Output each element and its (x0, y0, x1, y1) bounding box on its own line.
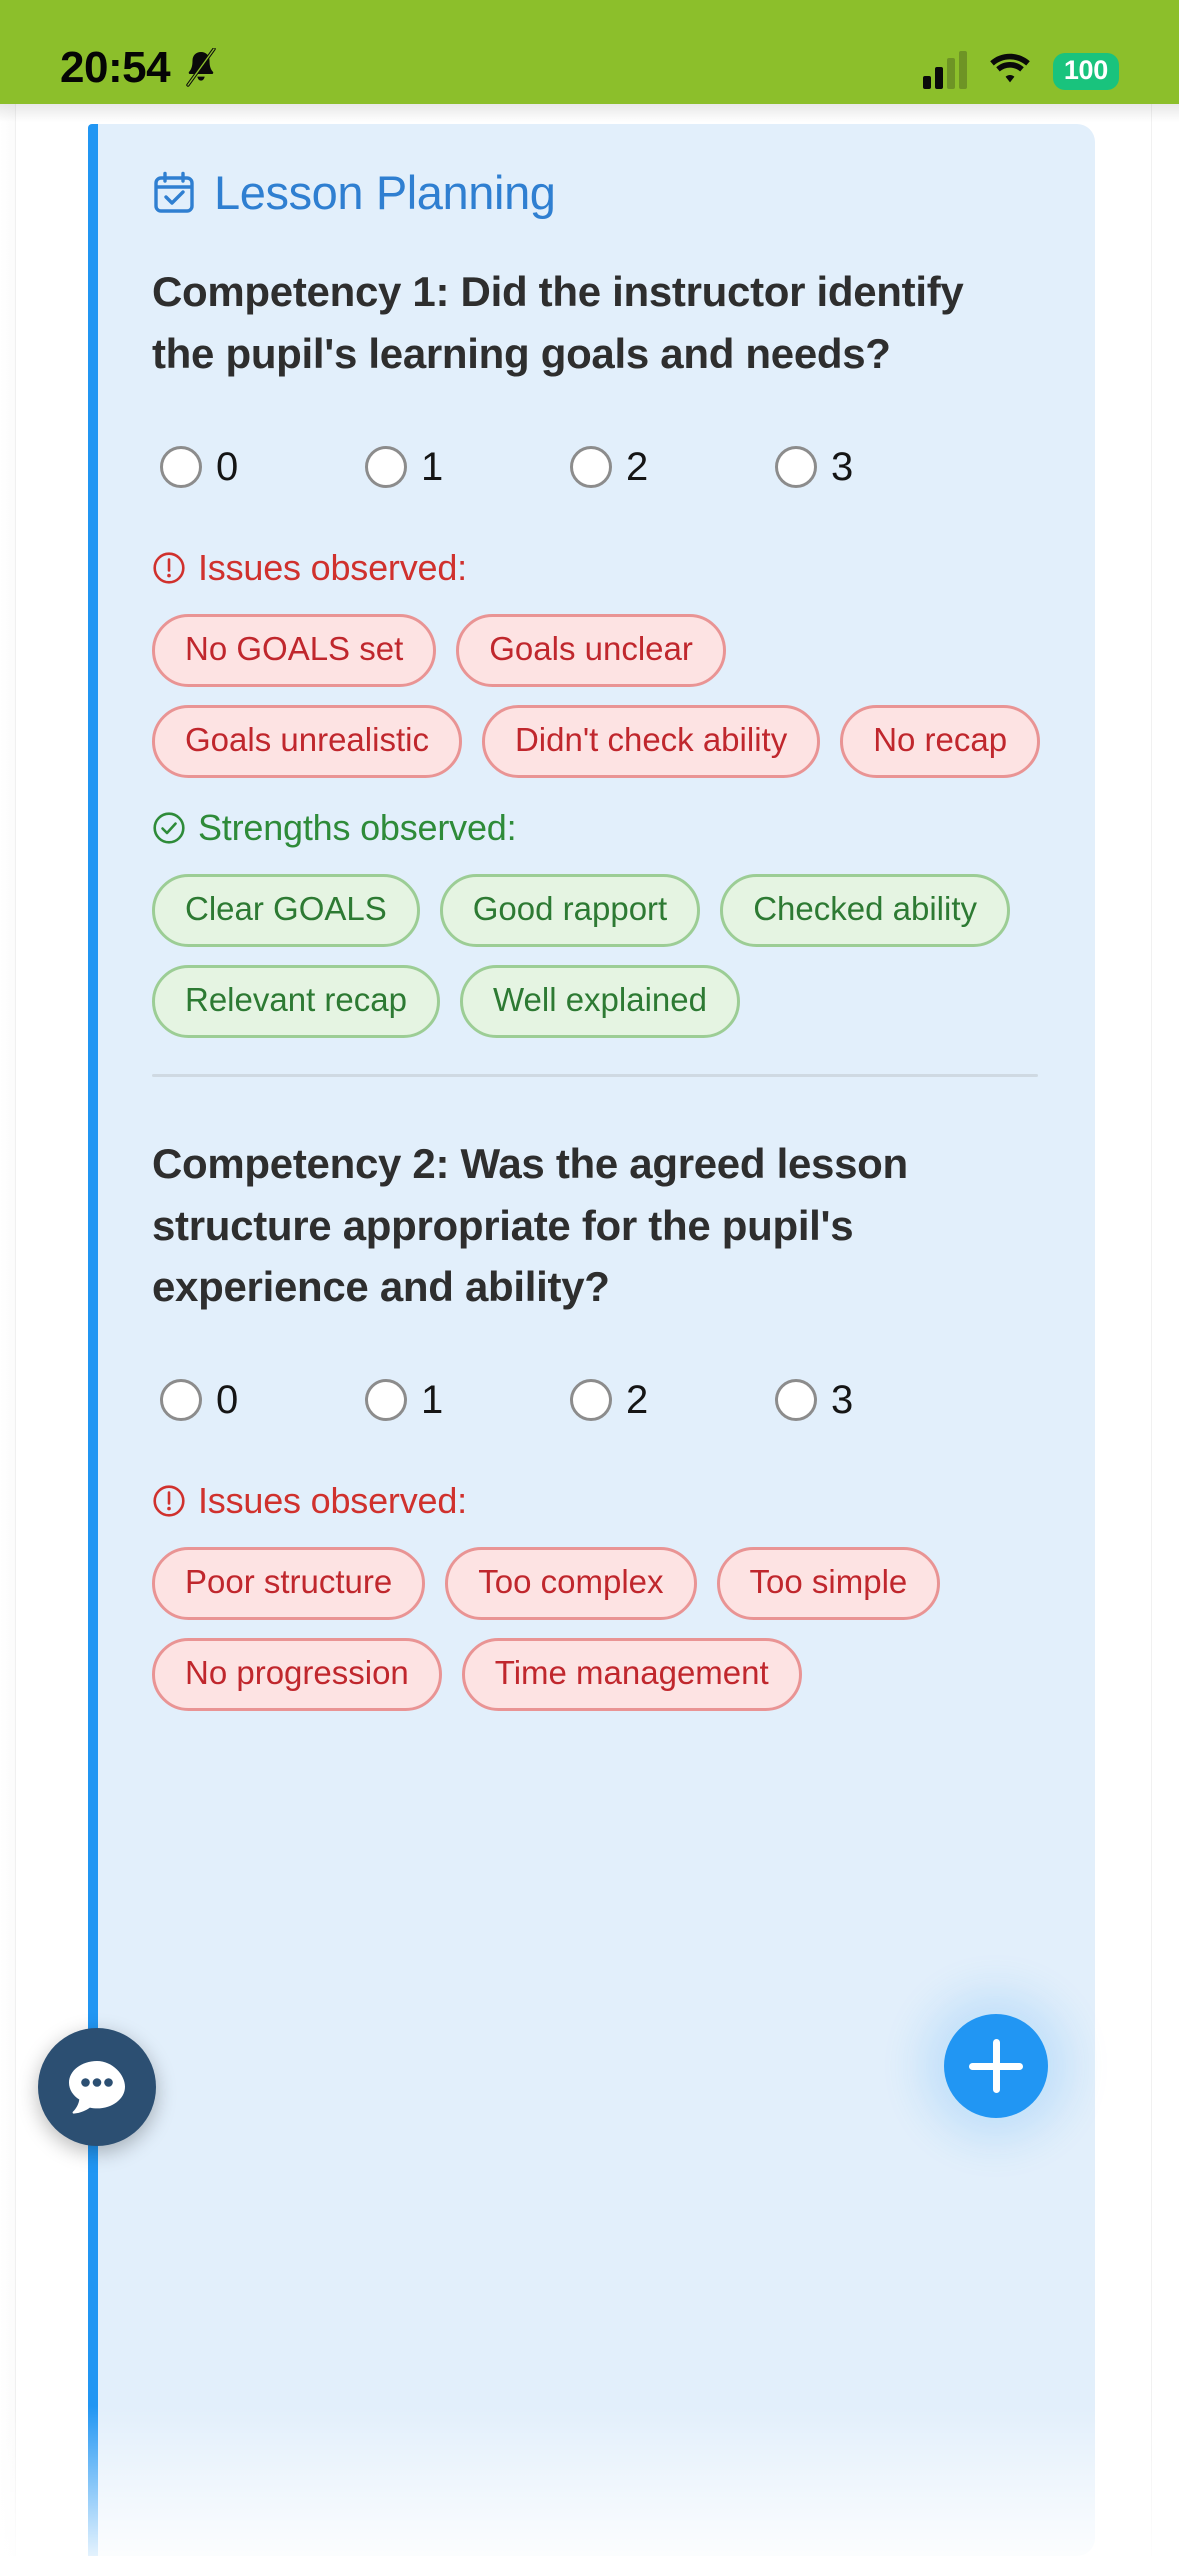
status-time: 20:54 (60, 43, 171, 92)
status-bar-left: 20:54 (60, 46, 218, 90)
strength-chip[interactable]: Checked ability (720, 873, 1010, 948)
calendar-check-icon (152, 171, 196, 215)
radio-circle-icon[interactable] (775, 445, 817, 488)
strengths-observed-label: Strengths observed: (198, 807, 517, 849)
issue-chip[interactable]: Goals unclear (456, 613, 726, 687)
issue-chip[interactable]: No progression (152, 1638, 442, 1712)
check-circle-icon (152, 811, 186, 845)
cellular-signal-icon (922, 51, 967, 90)
section-divider (152, 1074, 1038, 1078)
issue-chip[interactable]: Poor structure (152, 1546, 426, 1621)
competency-1-strengths-header: Strengths observed: (152, 808, 1041, 848)
status-bar-right: 100 (922, 51, 1119, 90)
chat-fab-button[interactable] (38, 2028, 156, 2146)
competency-1-strength-chips: Clear GOALS Good rapport Checked ability… (152, 873, 1041, 1039)
radio-circle-icon[interactable] (160, 445, 202, 488)
strength-chip[interactable]: Good rapport (439, 873, 701, 948)
radio-circle-icon[interactable] (570, 1379, 612, 1422)
rating-label: 1 (421, 1378, 444, 1423)
strength-chip[interactable]: Well explained (459, 965, 740, 1039)
card-title: Lesson Planning (214, 166, 556, 219)
rating-option-3[interactable]: 3 (775, 444, 980, 489)
rating-label: 3 (831, 444, 854, 489)
radio-circle-icon[interactable] (365, 445, 407, 488)
exclamation-circle-icon (152, 1484, 186, 1518)
issues-observed-label: Issues observed: (198, 546, 467, 588)
issue-chip[interactable]: No recap (840, 704, 1041, 779)
add-fab-button[interactable] (944, 2014, 1048, 2118)
competency-block-1: Competency 1: Did the instructor identif… (152, 261, 1041, 1039)
rating-label: 0 (216, 444, 239, 489)
plus-icon (992, 2039, 1000, 2093)
exclamation-circle-icon (152, 551, 186, 585)
rating-option-0[interactable]: 0 (160, 1378, 365, 1423)
rating-label: 3 (831, 1378, 854, 1423)
chat-bubble-dots-icon (64, 2057, 130, 2117)
rating-option-2[interactable]: 2 (570, 1378, 775, 1423)
rating-label: 0 (216, 1378, 239, 1423)
competency-2-issues-header: Issues observed: (152, 1481, 1041, 1521)
competency-1-question: Competency 1: Did the instructor identif… (152, 268, 964, 377)
bell-muted-icon (184, 47, 218, 88)
strength-chip[interactable]: Relevant recap (152, 965, 440, 1039)
issue-chip[interactable]: Goals unrealistic (152, 704, 462, 779)
radio-circle-icon[interactable] (365, 1379, 407, 1422)
rating-label: 2 (626, 444, 649, 489)
rating-label: 1 (421, 444, 444, 489)
issue-chip[interactable]: No GOALS set (152, 613, 437, 687)
page-right-edge (1151, 104, 1179, 2556)
rating-label: 2 (626, 1378, 649, 1423)
strength-chip[interactable]: Clear GOALS (152, 873, 420, 948)
competency-2-rating-group[interactable]: 0 1 2 3 (152, 1378, 1041, 1423)
competency-2-question: Competency 2: Was the agreed lesson stru… (152, 1140, 908, 1310)
competency-1-issue-chips: No GOALS set Goals unclear Goals unreali… (152, 613, 1041, 779)
competency-2-issue-chips: Poor structure Too complex Too simple No… (152, 1546, 1041, 1712)
issue-chip[interactable]: Time management (461, 1638, 802, 1712)
issues-observed-label: Issues observed: (198, 1480, 467, 1522)
lesson-planning-card: Lesson Planning Competency 1: Did the in… (88, 124, 1095, 2556)
rating-option-1[interactable]: 1 (365, 1378, 570, 1423)
competency-1-rating-group[interactable]: 0 1 2 3 (152, 444, 1041, 489)
status-bar: 20:54 100 (0, 0, 1179, 104)
card-header: Lesson Planning (152, 168, 1041, 217)
page-content-area: Lesson Planning Competency 1: Did the in… (0, 104, 1179, 2556)
radio-circle-icon[interactable] (160, 1379, 202, 1422)
rating-option-1[interactable]: 1 (365, 444, 570, 489)
issue-chip[interactable]: Didn't check ability (481, 704, 821, 779)
radio-circle-icon[interactable] (570, 445, 612, 488)
competency-block-2: Competency 2: Was the agreed lesson stru… (152, 1133, 1041, 1712)
page-left-edge (0, 104, 16, 2556)
issue-chip[interactable]: Too simple (716, 1546, 941, 1621)
issue-chip[interactable]: Too complex (445, 1546, 697, 1621)
rating-option-0[interactable]: 0 (160, 444, 365, 489)
radio-circle-icon[interactable] (775, 1379, 817, 1422)
battery-indicator: 100 (1052, 52, 1119, 90)
wifi-icon (989, 53, 1031, 90)
rating-option-2[interactable]: 2 (570, 444, 775, 489)
competency-1-issues-header: Issues observed: (152, 548, 1041, 588)
rating-option-3[interactable]: 3 (775, 1378, 980, 1423)
